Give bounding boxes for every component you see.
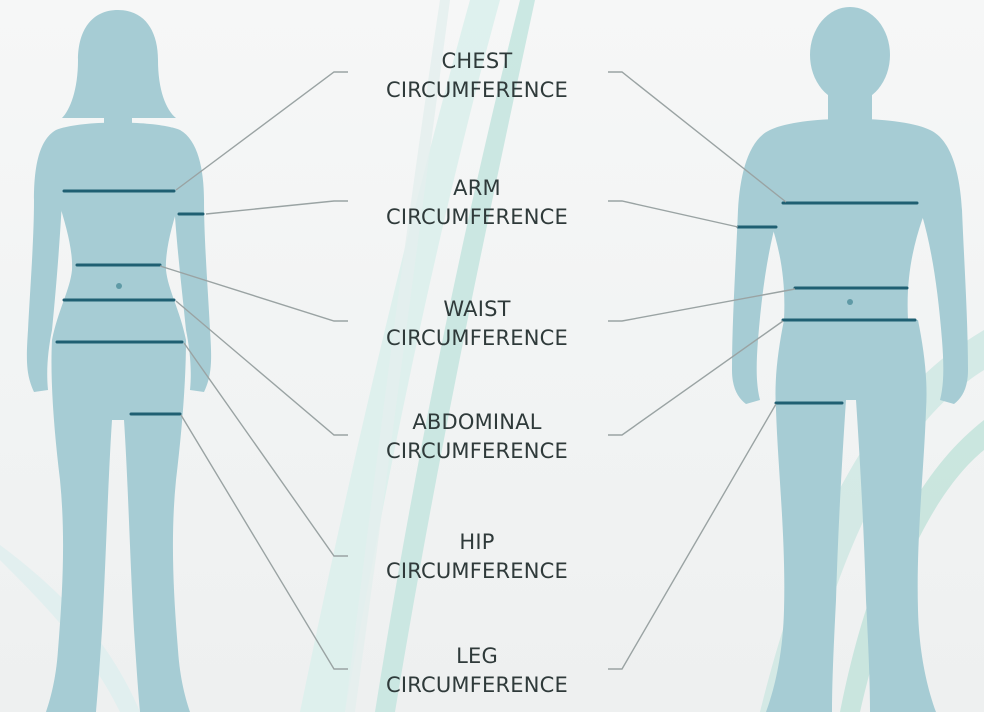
chest-label-line2: CIRCUMFERENCE [352,76,602,105]
waist-connector-right [608,289,795,321]
abdominal-label: ABDOMINAL CIRCUMFERENCE [352,408,602,466]
arm-label-line2: CIRCUMFERENCE [352,203,602,232]
waist-label-line1: WAIST [352,295,602,324]
hip-label-line1: HIP [352,528,602,557]
chest-connector-left [176,72,348,190]
leg-connector-right [608,404,776,669]
arm-connector-right [608,201,738,227]
arm-label: ARM CIRCUMFERENCE [352,174,602,232]
hip-connector-left [184,343,348,556]
hip-label: HIP CIRCUMFERENCE [352,528,602,586]
abdominal-label-line2: CIRCUMFERENCE [352,437,602,466]
leg-connector-left [181,415,348,669]
chest-connector-right [608,72,786,202]
abdominal-connector-right [608,321,783,435]
leg-label-line1: LEG [352,642,602,671]
hip-label-line2: CIRCUMFERENCE [352,557,602,586]
arm-label-line1: ARM [352,174,602,203]
leg-label-line2: CIRCUMFERENCE [352,671,602,700]
waist-label: WAIST CIRCUMFERENCE [352,295,602,353]
chest-label-line1: CHEST [352,47,602,76]
waist-label-line2: CIRCUMFERENCE [352,324,602,353]
waist-connector-left [160,266,348,321]
chest-label: CHEST CIRCUMFERENCE [352,47,602,105]
abdominal-label-line1: ABDOMINAL [352,408,602,437]
leg-label: LEG CIRCUMFERENCE [352,642,602,700]
arm-connector-left [206,201,348,214]
